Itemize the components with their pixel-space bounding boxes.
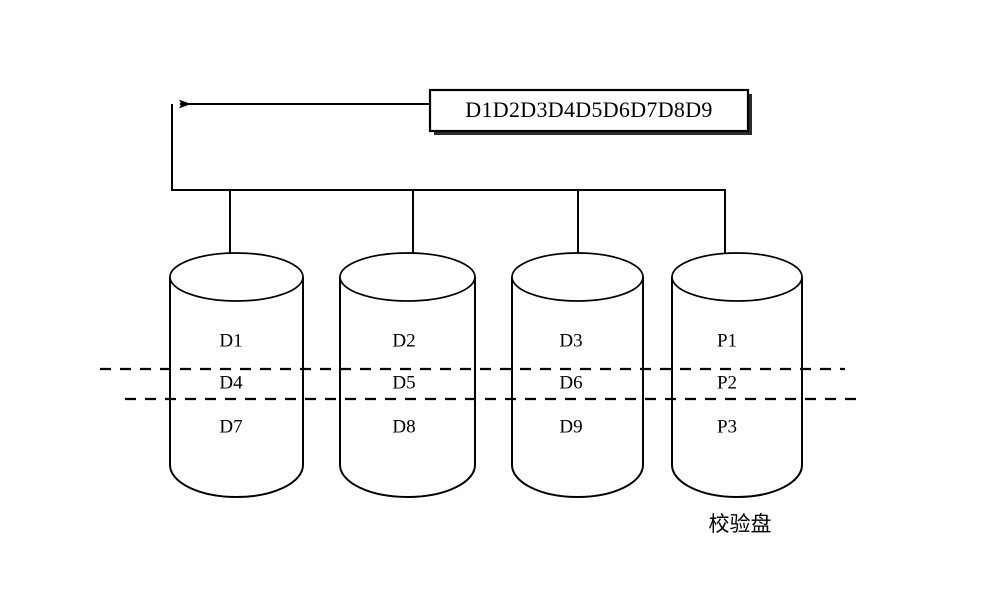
disk-4-body [671, 277, 803, 498]
disk-2-block-3: D8 [392, 416, 415, 437]
disk-cylinder-4-parity: P1 P2 P3 [671, 252, 803, 498]
disk-3-block-3: D9 [559, 416, 582, 437]
disk-4-block-3: P3 [717, 416, 737, 437]
parity-disk-label: 校验盘 [709, 512, 772, 536]
disk-1-top [169, 252, 304, 302]
disk-2-block-1: D2 [392, 330, 415, 351]
disk-cylinder-2: D2 D5 D8 [339, 252, 476, 498]
disk-2-block-2: D5 [392, 372, 415, 393]
disk-1-block-3: D7 [219, 416, 242, 437]
disk-4-top [671, 252, 803, 302]
source-box-label: D1D2D3D4D5D6D7D8D9 [465, 97, 712, 122]
disk-2-body [339, 277, 476, 498]
disk-cylinder-1: D1 D4 D7 [169, 252, 304, 498]
source-box [428, 88, 750, 133]
disk-cylinder-3: D3 D6 D9 [511, 252, 644, 498]
disk-3-body [511, 277, 644, 498]
disk-2-top [339, 252, 476, 302]
disk-4-block-2: P2 [717, 372, 737, 393]
disk-3-block-2: D6 [559, 372, 582, 393]
disk-1-block-1: D1 [219, 330, 242, 351]
disk-3-top [511, 252, 644, 302]
disk-4-block-1: P1 [717, 330, 737, 351]
disk-1-body [169, 277, 304, 498]
disk-3-block-1: D3 [559, 330, 582, 351]
disk-1-block-2: D4 [219, 372, 243, 393]
